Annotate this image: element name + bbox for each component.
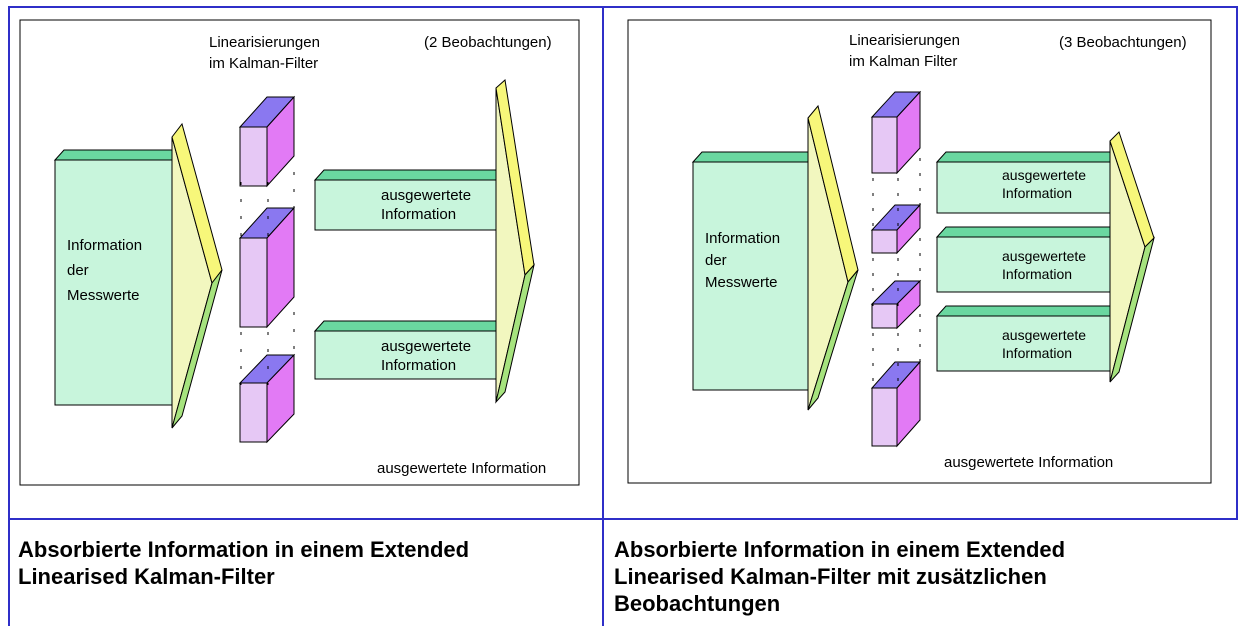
evaluated-information-block-2	[313, 320, 507, 380]
linearization-cube-1	[870, 90, 922, 175]
source-funnel	[807, 104, 859, 411]
observation-count: (2 Beobachtungen)	[424, 34, 552, 51]
measurement-information-block	[691, 151, 819, 391]
grid-left-line	[8, 6, 10, 626]
source-funnel	[171, 122, 223, 429]
grid-caption-line	[8, 518, 1238, 520]
evaluated-information-block-3	[935, 305, 1121, 372]
linearization-heading: Linearisierungen im Kalman Filter	[849, 32, 964, 70]
measurement-information-block	[53, 149, 183, 406]
measurement-information-label: Information der Messwerte	[705, 230, 784, 291]
left-caption: Absorbierte Information in einem Extende…	[18, 536, 598, 590]
evaluated-information-label-2: ausgewertete Information	[1002, 248, 1090, 282]
evaluated-information-label-2: ausgewertete Information	[381, 338, 475, 374]
linearization-cube-4	[870, 360, 922, 448]
evaluated-information-label-1: ausgewertete Information	[381, 187, 475, 223]
result-label: ausgewertete Information	[944, 454, 1113, 471]
measurement-information-label: Information der Messwerte	[67, 237, 146, 304]
evaluated-information-label-3: ausgewertete Information	[1002, 327, 1090, 361]
left-diagram-panel: Linearisierungen im Kalman-Filter (2 Beo…	[0, 0, 602, 518]
left-caption-line-2: Linearised Kalman-Filter	[18, 564, 275, 589]
result-label: ausgewertete Information	[377, 460, 546, 477]
linearization-cube-3	[870, 279, 922, 330]
linearization-cube-2	[870, 203, 922, 255]
evaluated-information-block-2	[935, 226, 1121, 293]
observation-count: (3 Beobachtungen)	[1059, 34, 1187, 51]
evaluated-information-block-1	[935, 151, 1121, 214]
left-caption-line-1: Absorbierte Information in einem Extende…	[18, 537, 470, 562]
output-funnel	[495, 79, 535, 404]
connector-dots	[872, 158, 921, 390]
output-funnel	[1109, 131, 1155, 383]
grid-top-line	[8, 6, 1238, 8]
right-caption-line-3: Beobachtungen	[614, 591, 781, 616]
evaluated-information-block-1	[313, 169, 507, 231]
linearization-cube-2	[238, 206, 296, 329]
linearization-cube-3	[238, 353, 296, 444]
right-caption: Absorbierte Information in einem Extende…	[614, 536, 1214, 617]
right-diagram-panel: Linearisierungen im Kalman Filter (3 Beo…	[604, 0, 1236, 518]
right-caption-line-1: Absorbierte Information in einem Extende…	[614, 537, 1066, 562]
grid-right-line	[1236, 6, 1238, 518]
right-diagram: Linearisierungen im Kalman Filter (3 Beo…	[627, 19, 1212, 484]
grid-middle-line	[602, 6, 604, 626]
left-diagram: Linearisierungen im Kalman-Filter (2 Beo…	[19, 19, 580, 486]
linearization-heading: Linearisierungen im Kalman-Filter	[209, 34, 324, 72]
right-caption-line-2: Linearised Kalman-Filter mit zusätzliche…	[614, 564, 1047, 589]
evaluated-information-label-1: ausgewertete Information	[1002, 167, 1090, 201]
connector-dots	[240, 172, 295, 385]
linearization-cube-1	[238, 95, 296, 188]
